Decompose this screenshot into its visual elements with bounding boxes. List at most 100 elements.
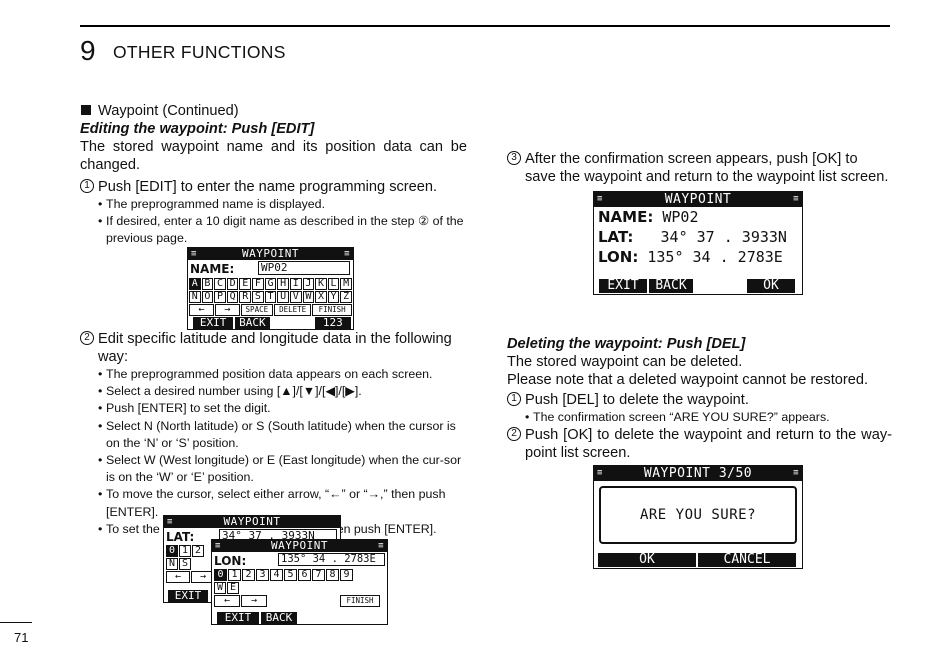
letter-key[interactable]: H <box>277 278 289 290</box>
south-key[interactable]: S <box>179 558 191 570</box>
letter-key[interactable]: Q <box>226 291 239 303</box>
letter-key[interactable]: E <box>239 278 252 290</box>
letter-key[interactable]: F <box>252 278 264 290</box>
letter-key[interactable]: P <box>214 291 226 303</box>
softkey-exit[interactable]: EXIT <box>599 279 647 293</box>
delete-step-1-bullet: The confirmation screen “ARE YOU SURE?” … <box>507 409 892 426</box>
digit-key[interactable]: 4 <box>270 569 283 581</box>
arrow-right-key[interactable]: → <box>241 595 267 607</box>
arrow-left-key[interactable]: ← <box>189 304 214 316</box>
digit-key[interactable]: 2 <box>242 569 255 581</box>
finish-key[interactable]: FINISH <box>312 304 352 316</box>
letter-key[interactable]: W <box>302 291 315 303</box>
arrow-left-key[interactable]: ← <box>214 595 240 607</box>
letter-key[interactable]: L <box>327 278 340 290</box>
finish-key[interactable]: FINISH <box>340 595 380 607</box>
softkey-back[interactable]: BACK <box>261 612 297 624</box>
letter-key[interactable]: M <box>340 278 352 290</box>
digit-key[interactable]: 3 <box>256 569 269 581</box>
digit-key[interactable]: 6 <box>298 569 311 581</box>
softkey-back[interactable]: BACK <box>235 317 270 329</box>
step-number-badge: 2 <box>507 427 521 442</box>
lcd-delete-confirm: ≡WAYPOINT 3/50≡ ARE YOU SURE? OK CANCEL <box>593 465 803 569</box>
letter-key[interactable]: J <box>302 278 315 290</box>
edit-step-2: 2 Edit specific latitude and longitude d… <box>80 330 467 366</box>
lon-arrow-row: ← → FINISH <box>212 595 387 607</box>
edit-step-2-bullet: Select W (West longitude) or E (East lon… <box>80 452 467 486</box>
delete-key[interactable]: DELETE <box>273 304 312 316</box>
softkey-exit[interactable]: EXIT <box>193 317 234 329</box>
chapter-title: OTHER FUNCTIONS <box>113 42 286 62</box>
digit-key[interactable]: 9 <box>340 569 353 581</box>
softkey-exit[interactable]: EXIT <box>168 590 208 602</box>
header-rule <box>80 25 890 27</box>
letter-key[interactable]: I <box>289 278 302 290</box>
step-number-badge: 3 <box>507 151 521 165</box>
menu-icon: ≡ <box>215 541 221 551</box>
are-you-sure-dialog: ARE YOU SURE? <box>599 486 797 544</box>
digit-key[interactable]: 0 <box>214 569 227 581</box>
letter-key[interactable]: K <box>315 278 327 290</box>
letter-key[interactable]: S <box>252 291 264 303</box>
menu-icon: ≡ <box>793 194 799 204</box>
softkey-123[interactable]: 123 <box>314 317 351 329</box>
softkey-exit[interactable]: EXIT <box>217 612 259 624</box>
letter-key[interactable]: A <box>189 278 201 290</box>
letter-key[interactable]: D <box>226 278 239 290</box>
edit-step-1: 1 Push [EDIT] to enter the name programm… <box>80 178 467 196</box>
digit-key[interactable]: 1 <box>179 545 191 557</box>
menu-icon: ≡ <box>597 468 603 478</box>
square-bullet-icon <box>81 105 91 115</box>
page-number: 71 <box>14 630 29 645</box>
name-value-field[interactable]: WP02 <box>258 261 350 275</box>
digit-key[interactable]: 0 <box>166 545 178 557</box>
lcd-confirmation: ≡WAYPOINT≡ NAME: WP02 LAT: 34° 37 . 3933… <box>593 191 803 295</box>
letter-key[interactable]: C <box>214 278 226 290</box>
arrow-right-key[interactable]: → <box>214 304 240 316</box>
lat-arrow-row: ← → <box>164 571 340 583</box>
west-key[interactable]: W <box>214 582 226 594</box>
letter-key[interactable]: G <box>264 278 277 290</box>
digit-key[interactable]: 7 <box>312 569 325 581</box>
letter-key[interactable]: V <box>289 291 302 303</box>
letter-key[interactable]: U <box>277 291 289 303</box>
lon-label: LON: <box>598 248 639 266</box>
letter-key[interactable]: Y <box>327 291 340 303</box>
edit-heading: Editing the waypoint: Push [EDIT] <box>80 121 315 137</box>
step-number-badge: 1 <box>507 392 521 406</box>
softkey-ok[interactable]: OK <box>598 553 696 567</box>
softkey-cancel[interactable]: CANCEL <box>698 553 796 567</box>
lon-value-field[interactable]: 135° 34 . 2783E <box>278 553 385 566</box>
delete-heading: Deleting the waypoint: Push [DEL] <box>507 336 746 352</box>
letter-key[interactable]: O <box>201 291 214 303</box>
edit-step-3: 3 After the confirmation screen appears,… <box>507 150 892 186</box>
letter-key[interactable]: R <box>239 291 252 303</box>
name-label: NAME: <box>190 262 235 276</box>
softkey-back[interactable]: BACK <box>649 279 693 293</box>
letter-key[interactable]: B <box>201 278 214 290</box>
digit-key[interactable]: 5 <box>284 569 297 581</box>
letter-key[interactable]: Z <box>340 291 352 303</box>
edit-step-2-bullet: Select N (North latitude) or S (South la… <box>80 418 467 452</box>
arrow-left-key[interactable]: ← <box>166 571 190 583</box>
edit-step-2-bullet: The preprogrammed position data appears … <box>80 366 467 383</box>
function-key-row: ← → SPACE DELETE FINISH <box>188 304 353 316</box>
right-column: 3 After the confirmation screen appears,… <box>507 150 892 186</box>
delete-step-2: 2 Push [OK] to delete the waypoint and r… <box>507 426 892 462</box>
digit-key[interactable]: 8 <box>326 569 339 581</box>
north-key[interactable]: N <box>166 558 178 570</box>
digit-key[interactable]: 1 <box>228 569 241 581</box>
delete-line-2: Please note that a deleted waypoint cann… <box>507 372 869 388</box>
east-key[interactable]: E <box>227 582 239 594</box>
lat-label: LAT: <box>598 228 634 246</box>
step-number-badge: 1 <box>80 179 94 193</box>
letter-key[interactable]: X <box>315 291 327 303</box>
softkey-ok[interactable]: OK <box>747 279 795 293</box>
chapter-number: 9 <box>80 35 96 66</box>
space-key[interactable]: SPACE <box>240 304 273 316</box>
menu-icon: ≡ <box>191 249 197 259</box>
letter-key[interactable]: T <box>264 291 277 303</box>
letter-key[interactable]: N <box>189 291 201 303</box>
digit-key[interactable]: 2 <box>192 545 204 557</box>
